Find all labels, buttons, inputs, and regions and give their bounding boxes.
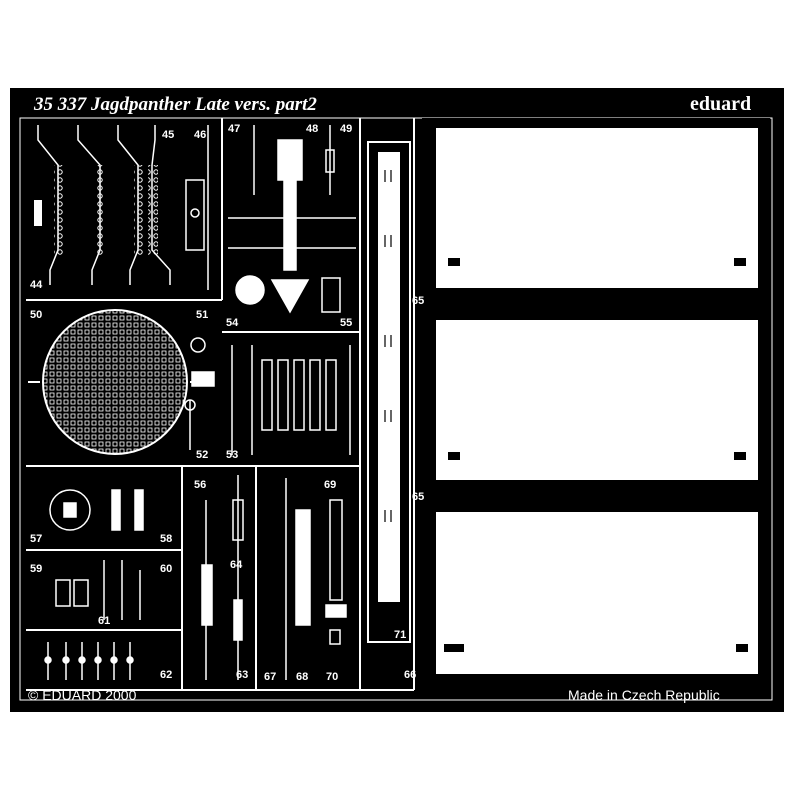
part-label: 60: [160, 563, 172, 575]
origin-text: Made in Czech Republic: [568, 687, 720, 703]
part-label: 45: [162, 129, 174, 141]
part-65-plate-middle: [422, 306, 770, 494]
cut-lines: [26, 118, 415, 691]
part-65-plate-top: [422, 118, 770, 298]
part-label: 51: [196, 309, 208, 321]
part-label: 65: [412, 491, 424, 503]
part-47-49-assembly: [228, 125, 356, 314]
part-label: 49: [340, 123, 352, 135]
part-57-58: [49, 489, 144, 531]
part-label: 64: [230, 559, 243, 571]
part-label: 55: [340, 317, 352, 329]
part-label: 65: [412, 295, 424, 307]
part-label: 62: [160, 669, 172, 681]
part-label: 47: [228, 123, 240, 135]
part-label: 54: [226, 317, 239, 329]
part-46-bracket: [185, 125, 209, 290]
part-label: 56: [194, 479, 206, 491]
part-label: 48: [306, 123, 318, 135]
fret-inner-border: [19, 117, 773, 701]
part-label: 59: [30, 563, 42, 575]
part-44-45-chains: [34, 125, 171, 285]
brand-logo: eduard: [690, 93, 751, 115]
part-label: 66: [404, 669, 416, 681]
part-67-70: [285, 478, 347, 680]
part-number-labels: 44 45 46 47 48 49 50 51 52 53 54 55 56 5…: [30, 123, 424, 683]
part-label: 57: [30, 533, 42, 545]
part-label: 46: [194, 129, 206, 141]
part-label: 69: [324, 479, 336, 491]
part-66-plate-bottom: [422, 500, 770, 686]
part-53-latches: [231, 345, 351, 455]
part-71-strip: [367, 141, 411, 643]
part-label: 53: [226, 449, 238, 461]
part-label: 44: [30, 279, 43, 291]
part-51-52-ring: [184, 337, 215, 450]
copyright-text: © EDUARD 2000: [28, 687, 137, 703]
part-56-63-64: [201, 475, 244, 680]
part-label: 50: [30, 309, 42, 321]
part-62-pins: [44, 642, 134, 680]
part-label: 67: [264, 671, 276, 683]
part-label: 70: [326, 671, 338, 683]
part-50-mesh-grille: [28, 309, 212, 455]
fret-title: 35 337 Jagdpanther Late vers. part2: [33, 94, 317, 115]
part-label: 58: [160, 533, 172, 545]
part-label: 71: [394, 629, 406, 641]
part-59-61: [55, 560, 141, 620]
part-label: 61: [98, 615, 110, 627]
part-label: 68: [296, 671, 308, 683]
part-label: 52: [196, 449, 208, 461]
part-label: 63: [236, 669, 248, 681]
